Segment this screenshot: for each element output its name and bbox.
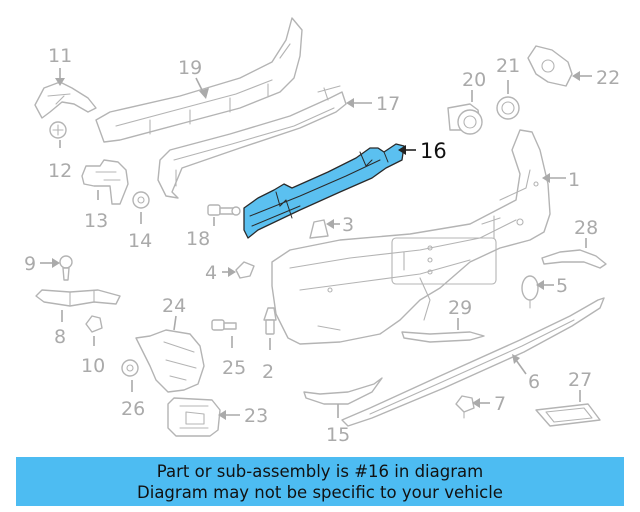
part-17-reinforcement [157, 85, 347, 199]
part-10-clip [85, 315, 103, 333]
part-14-nut [132, 191, 150, 209]
part-27-trim [535, 403, 601, 427]
callout-9: 9 [24, 253, 36, 275]
part-12-clip [49, 121, 67, 139]
callout-8: 8 [54, 326, 66, 348]
callout-23: 23 [244, 405, 268, 427]
part-7-clip [455, 395, 475, 419]
callout-22: 22 [596, 67, 620, 89]
callout-17: 17 [376, 93, 400, 115]
parts-diagram: 11 12 13 14 19 17 18 [24, 17, 620, 446]
callout-1: 1 [568, 169, 580, 191]
callout-7: 7 [494, 393, 506, 415]
callout-20: 20 [462, 69, 486, 91]
info-banner: Part or sub-assembly is #16 in diagram D… [16, 457, 624, 506]
callout-10: 10 [81, 355, 105, 377]
callout-26: 26 [121, 398, 145, 420]
callout-4: 4 [205, 262, 217, 284]
callout-6: 6 [528, 371, 540, 393]
part-29-strip [401, 331, 485, 343]
part-28-molding [541, 249, 607, 269]
part-13-bracket [81, 159, 129, 205]
part-3-clip [309, 219, 329, 239]
callout-15: 15 [326, 424, 350, 446]
part-11-bracket [34, 81, 97, 119]
callout-25: 25 [222, 357, 246, 379]
callout-11: 11 [48, 45, 72, 67]
part-23-bracket [167, 397, 221, 437]
callout-29: 29 [448, 297, 472, 319]
callout-28: 28 [574, 217, 598, 239]
part-18-bolt [207, 204, 241, 216]
part-8-bracket [35, 289, 121, 307]
banner-line-1: Part or sub-assembly is #16 in diagram [156, 462, 484, 481]
callout-19: 19 [178, 57, 202, 79]
part-15-reflector [303, 377, 383, 405]
callout-24: 24 [162, 295, 186, 317]
part-16-highlighted[interactable] [243, 143, 405, 239]
callout-13: 13 [84, 210, 108, 232]
part-22-bracket [527, 45, 573, 87]
callout-27: 27 [568, 369, 592, 391]
callout-16: 16 [420, 139, 447, 163]
part-1-bumper-cover [271, 129, 551, 345]
part-4-clip [235, 261, 255, 279]
part-21-ring [496, 96, 520, 120]
part-6-valance [341, 297, 605, 427]
callout-21: 21 [496, 55, 520, 77]
callout-2: 2 [262, 361, 274, 383]
callout-12: 12 [48, 160, 72, 182]
part-25-bolt [211, 319, 237, 331]
banner-line-2: Diagram may not be specific to your vehi… [137, 483, 503, 502]
callout-5: 5 [556, 275, 568, 297]
part-19-absorber [95, 17, 303, 143]
part-24-bracket [135, 329, 205, 393]
part-5-reflector [521, 275, 539, 309]
callout-18: 18 [186, 228, 210, 250]
part-2-bolt [263, 307, 277, 335]
part-26-nut [121, 359, 139, 377]
part-20-sensor [447, 103, 483, 135]
part-9-screw [59, 255, 73, 281]
callout-3: 3 [342, 214, 354, 236]
callout-14: 14 [128, 230, 152, 252]
